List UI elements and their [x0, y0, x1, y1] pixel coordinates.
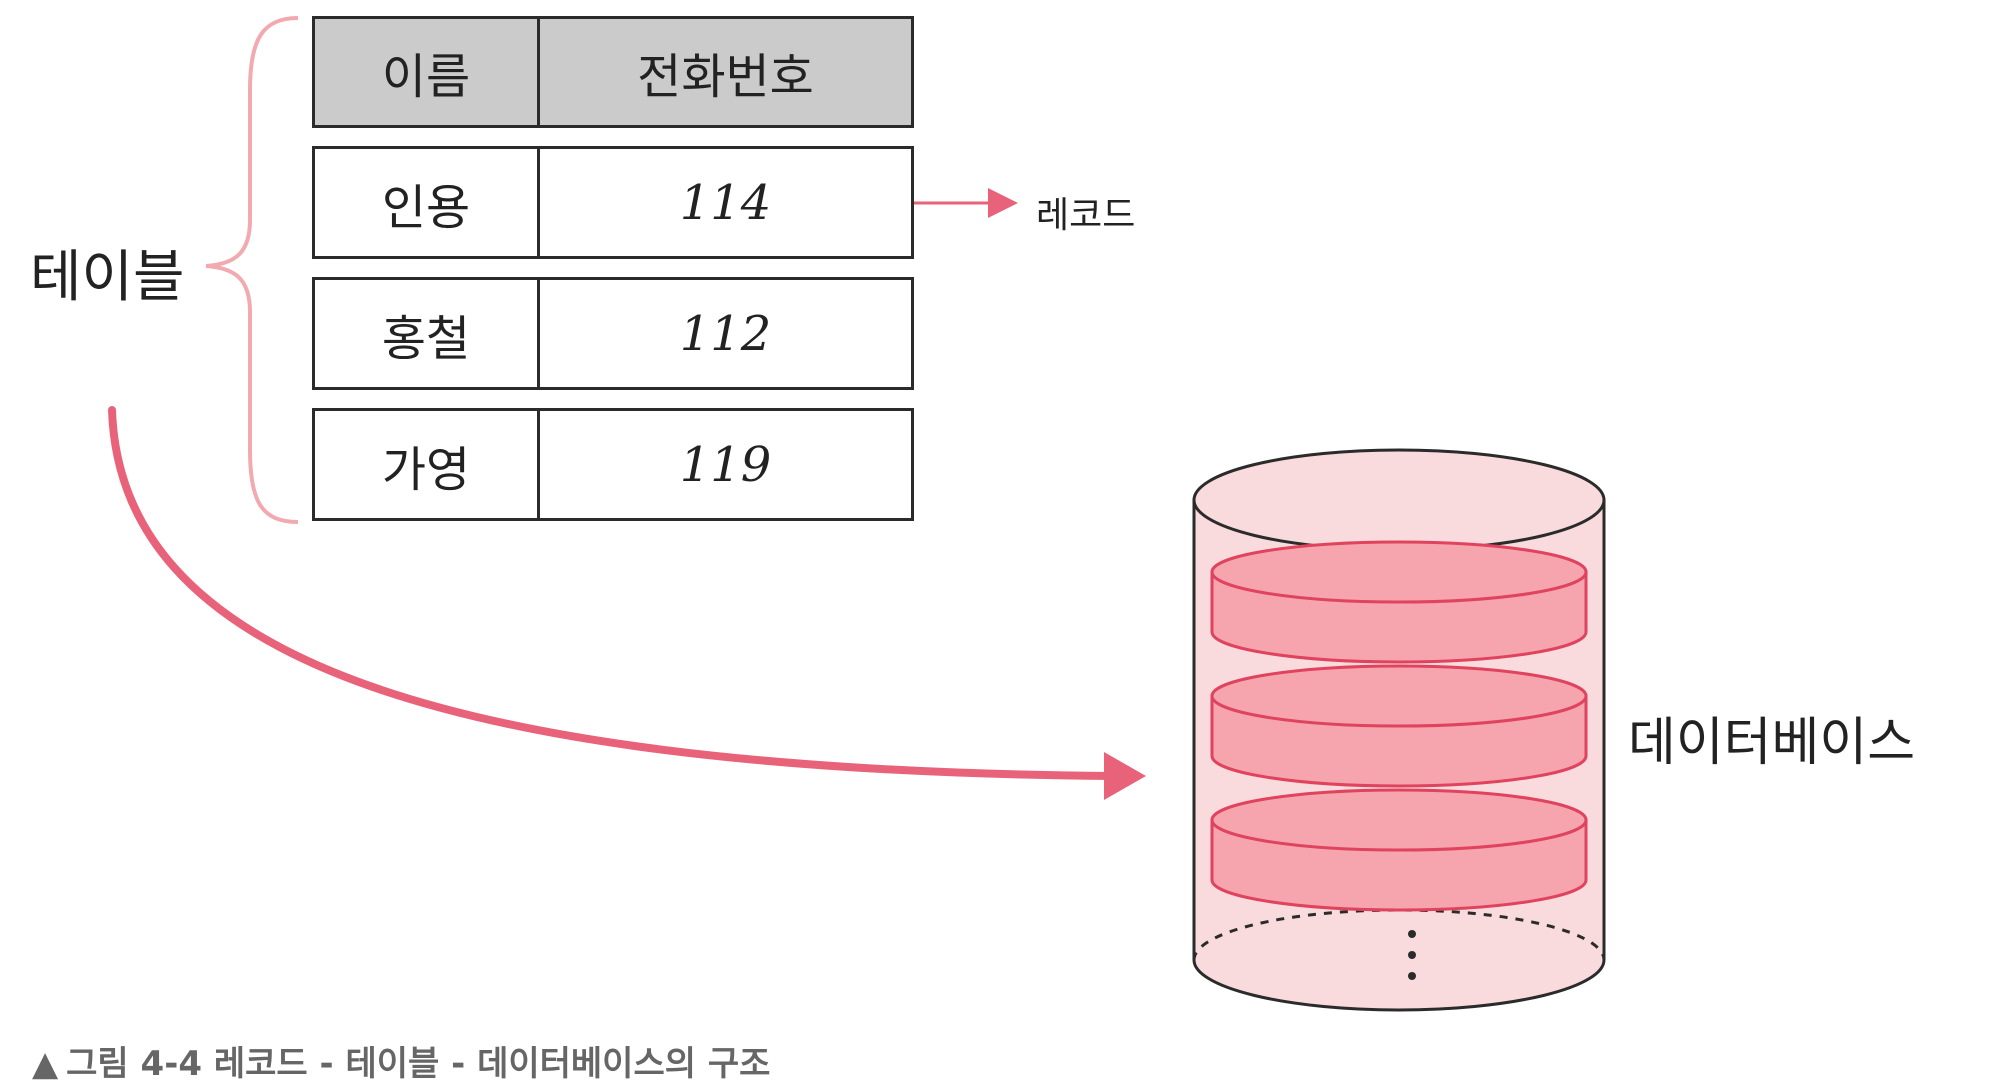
continuation-dots: [1408, 930, 1416, 980]
table-to-database-arrow: [108, 406, 1116, 780]
record-disc: [1210, 788, 1588, 912]
table-label: 테이블: [30, 245, 185, 310]
cell-name: 홍철: [315, 280, 540, 387]
table-header-row: 이름 전화번호: [312, 16, 914, 128]
record-label: 레코드: [1036, 195, 1136, 236]
cell-phone: 112: [679, 305, 772, 362]
caption-marker-icon: ▲: [32, 1044, 59, 1084]
cell-name: 인용: [315, 149, 540, 256]
database-cylinder: [1192, 448, 1606, 1012]
cell-phone: 114: [679, 174, 772, 231]
database-label: 데이터베이스: [1628, 713, 1916, 773]
record-disc: [1210, 540, 1588, 664]
column-header-name: 이름: [315, 19, 540, 125]
cylinder-bottom-back: [1192, 908, 1606, 961]
table-row: 가영 119: [312, 408, 914, 521]
figure-caption: ▲그림 4-4 레코드 - 테이블 - 데이터베이스의 구조: [32, 1036, 770, 1085]
table-row: 홍철 112: [312, 277, 914, 390]
cell-name: 가영: [315, 411, 540, 518]
column-header-phone: 전화번호: [637, 49, 814, 105]
table-to-database-arrowhead: [1104, 752, 1146, 800]
caption-text: 그림 4-4 레코드 - 테이블 - 데이터베이스의 구조: [66, 1044, 771, 1084]
record-disc: [1210, 664, 1588, 788]
cell-phone: 119: [679, 436, 772, 493]
table-row: 인용 114: [312, 146, 914, 259]
cylinder-top: [1192, 448, 1606, 552]
table-brace: [205, 16, 299, 524]
